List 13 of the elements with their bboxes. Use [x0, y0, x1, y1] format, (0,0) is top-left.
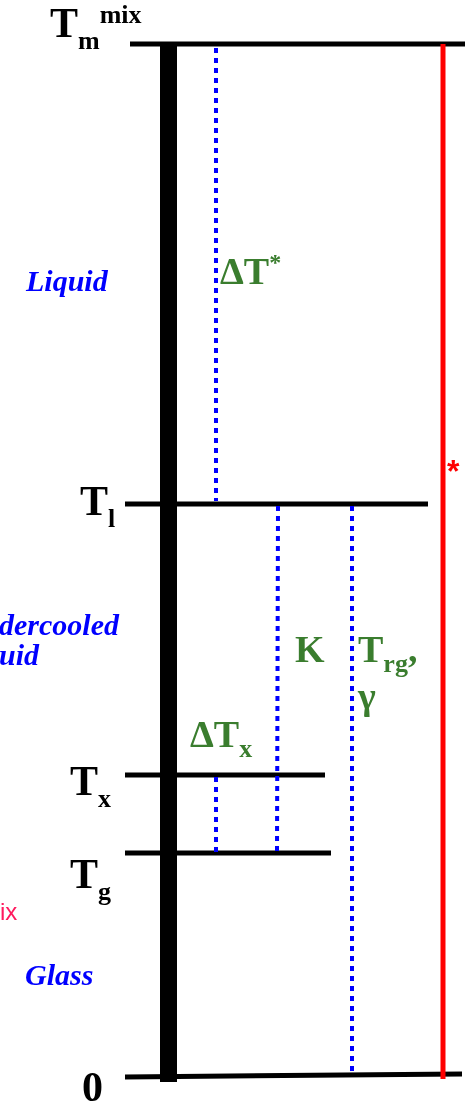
parameter-label: T$_{rg}$, γ — [358, 630, 419, 715]
marker-symbol: * — [447, 455, 460, 487]
parameter-label: ΔT$^{*}$ — [220, 250, 282, 290]
temperature-label: T$_{x}$ — [70, 760, 111, 812]
phase-label: Glass — [25, 960, 94, 990]
temperature-label: T$_{g}$ — [70, 853, 111, 905]
parameter-label: ΔT$_{x}$ — [190, 715, 253, 762]
phase-label: dercooled uid — [0, 610, 121, 670]
text-fragment: ix — [0, 900, 18, 924]
temperature-label: 0 — [82, 1066, 103, 1103]
phase-label: Liquid — [26, 266, 108, 296]
parameter-label: K — [295, 630, 325, 668]
temperature-label: T$_{l}$ — [80, 480, 116, 532]
